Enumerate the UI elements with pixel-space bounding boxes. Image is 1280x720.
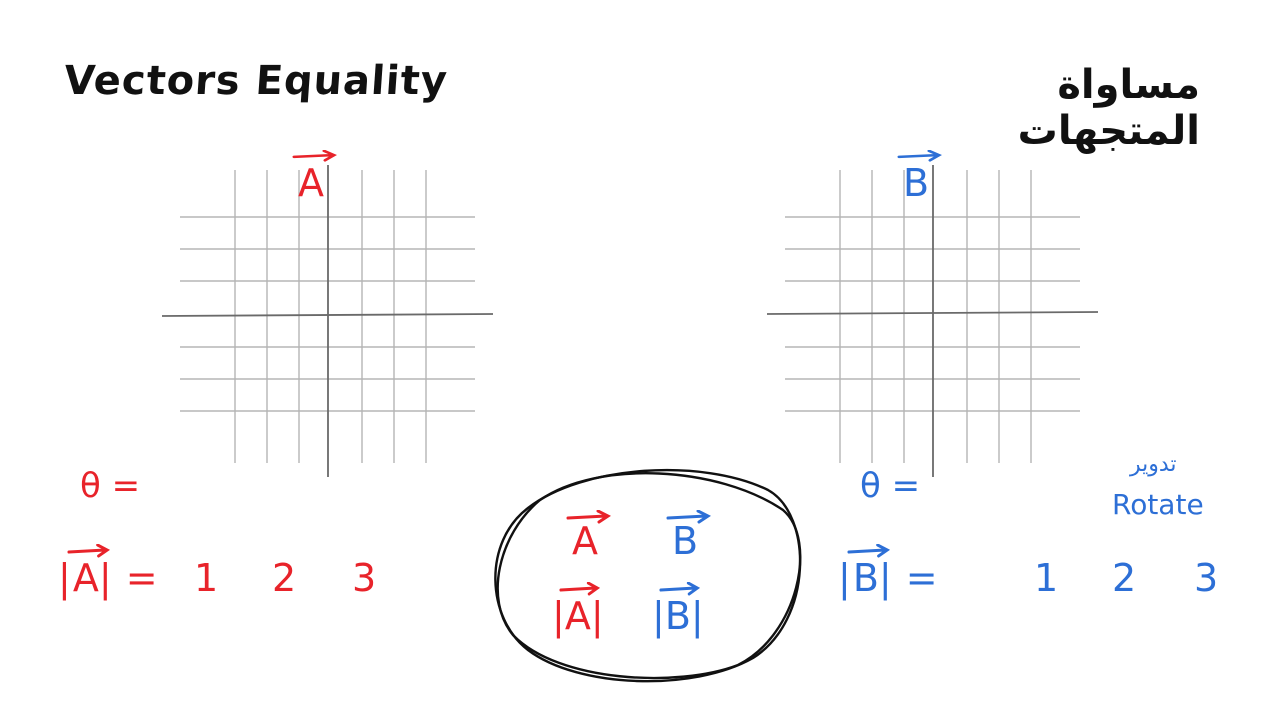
vector-arrow-icon xyxy=(67,544,110,558)
right-value-2: 2 xyxy=(1112,556,1137,600)
vector-arrow-icon xyxy=(897,150,942,162)
vector-a-label: A xyxy=(292,150,337,202)
left-x-axis xyxy=(161,313,494,317)
right-grid xyxy=(766,165,1099,477)
left-value-2: 2 xyxy=(272,556,297,600)
right-magnitude: | B| = xyxy=(838,544,938,600)
right-value-1: 1 xyxy=(1034,556,1059,600)
vector-arrow-icon xyxy=(566,510,611,524)
right-x-axis xyxy=(766,311,1099,315)
vector-arrow-icon xyxy=(847,544,890,558)
center-vector-b: B xyxy=(666,510,711,560)
rotate-label-english: Rotate xyxy=(1112,488,1204,521)
title-arabic: مساواة المتجهات xyxy=(1017,62,1200,154)
vector-arrow-icon xyxy=(666,510,711,524)
left-magnitude-row: | A| = 1 2 3 xyxy=(58,544,418,606)
vector-arrow-icon xyxy=(659,582,700,596)
center-magnitude-a: | A| xyxy=(552,582,604,638)
left-value-3: 3 xyxy=(352,556,377,600)
right-theta: θ = xyxy=(860,466,921,506)
vector-b-label: B xyxy=(897,150,942,202)
rotate-label-arabic: تدوير xyxy=(1130,452,1177,477)
comparison-ellipse xyxy=(494,468,802,683)
vector-arrow-icon xyxy=(292,150,337,162)
right-value-3: 3 xyxy=(1194,556,1219,600)
vector-arrow-icon xyxy=(559,582,600,596)
center-magnitude-b: | B| xyxy=(652,582,704,638)
left-theta: θ = xyxy=(80,466,141,506)
right-magnitude-row: | B| = 1 2 3 xyxy=(838,544,1238,606)
left-magnitude: | A| = xyxy=(58,544,158,600)
center-vector-a: A xyxy=(566,510,611,560)
title-english: Vectors Equality xyxy=(62,58,450,104)
left-value-1: 1 xyxy=(194,556,219,600)
left-grid xyxy=(161,165,494,477)
